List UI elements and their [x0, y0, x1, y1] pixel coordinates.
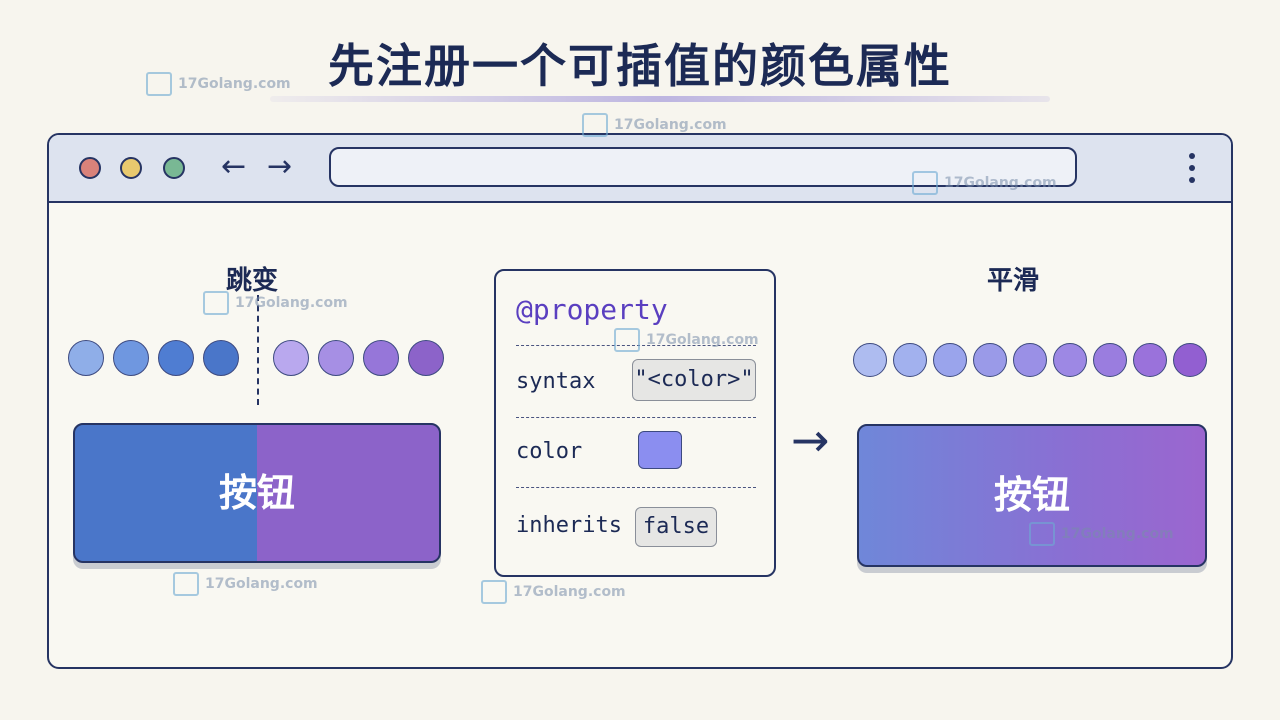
kebab-menu-icon[interactable]	[1189, 153, 1197, 187]
smooth-button[interactable]: 按钮	[857, 424, 1207, 567]
watermark-logo-icon	[146, 72, 172, 96]
property-value-inherits: false	[635, 507, 717, 547]
smooth-circle	[893, 343, 927, 377]
arrow-right-icon: →	[791, 413, 830, 467]
watermark: 17Golang.com	[1029, 522, 1174, 546]
jump-circle-before	[158, 340, 194, 376]
browser-toolbar: ← →	[49, 135, 1231, 203]
close-dot-icon[interactable]	[79, 157, 101, 179]
jump-circle-before	[68, 340, 104, 376]
watermark: 17Golang.com	[481, 580, 626, 604]
jump-circle-after	[318, 340, 354, 376]
watermark: 17Golang.com	[582, 113, 727, 137]
watermark: 17Golang.com	[146, 72, 291, 96]
title-underline	[270, 96, 1050, 102]
watermark-logo-icon	[203, 291, 229, 315]
property-key-color: color	[516, 439, 583, 464]
property-key-inherits: inherits	[516, 513, 622, 538]
maximize-dot-icon[interactable]	[163, 157, 185, 179]
watermark-logo-icon	[173, 572, 199, 596]
watermark: 17Golang.com	[173, 572, 318, 596]
property-card: @property syntax "<color>" color inherit…	[494, 269, 776, 577]
smooth-circle	[1173, 343, 1207, 377]
jump-button[interactable]: 按钮	[73, 423, 441, 563]
smooth-circle	[973, 343, 1007, 377]
address-bar[interactable]	[329, 147, 1077, 187]
jump-label: 跳变	[226, 266, 279, 296]
smooth-circle	[1093, 343, 1127, 377]
smooth-circle	[1133, 343, 1167, 377]
browser-window: ← → 跳变 按钮 @property syntax "<color>" col…	[47, 133, 1233, 669]
watermark: 17Golang.com	[203, 291, 348, 315]
arrow-right-icon[interactable]: →	[267, 149, 293, 184]
page-title: 先注册一个可插值的颜色属性	[328, 39, 952, 93]
watermark: 17Golang.com	[912, 171, 1057, 195]
watermark-logo-icon	[481, 580, 507, 604]
watermark-logo-icon	[614, 328, 640, 352]
smooth-label: 平滑	[987, 266, 1040, 296]
smooth-circle	[933, 343, 967, 377]
property-separator	[516, 417, 756, 418]
smooth-circle	[1053, 343, 1087, 377]
minimize-dot-icon[interactable]	[120, 157, 142, 179]
watermark-logo-icon	[582, 113, 608, 137]
jump-circle-after	[408, 340, 444, 376]
watermark-logo-icon	[912, 171, 938, 195]
color-swatch	[638, 431, 682, 469]
property-separator	[516, 345, 756, 346]
arrow-left-icon[interactable]: ←	[221, 149, 247, 184]
property-key-syntax: syntax	[516, 369, 596, 394]
smooth-circle	[853, 343, 887, 377]
jump-circle-before	[203, 340, 239, 376]
watermark: 17Golang.com	[614, 328, 759, 352]
property-separator	[516, 487, 756, 488]
property-title: @property	[516, 293, 668, 326]
jump-divider	[257, 295, 259, 405]
property-value-syntax: "<color>"	[632, 359, 756, 401]
jump-circle-after	[273, 340, 309, 376]
jump-circle-before	[113, 340, 149, 376]
smooth-circle	[1013, 343, 1047, 377]
watermark-logo-icon	[1029, 522, 1055, 546]
jump-circle-after	[363, 340, 399, 376]
